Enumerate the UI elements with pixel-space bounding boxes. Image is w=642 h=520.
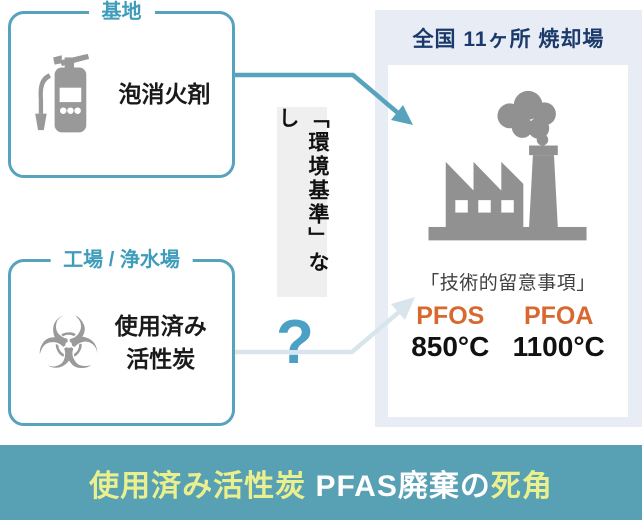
pfos-spec: PFOS 850°C — [411, 302, 490, 363]
pfoa-temperature: 1100°C — [512, 330, 605, 362]
fire-extinguisher-icon — [33, 41, 105, 148]
bottom-title-banner: 使用済み活性炭 PFAS廃棄の死角 — [0, 445, 642, 520]
biohazard-icon: ☣ — [36, 300, 101, 385]
base-box-tag: 基地 — [88, 0, 155, 25]
pfoa-label: PFOA — [523, 302, 594, 330]
plant-item-line1: 使用済み — [114, 313, 207, 340]
plant-source-box: 工場 / 浄水場 ☣ 使用済み 活性炭 — [8, 247, 235, 426]
banner-highlight-2: 死角 — [490, 469, 553, 503]
plant-item-line2: 活性炭 — [126, 345, 196, 372]
incinerator-card: 「技術的留意事項」 PFOS 850°C PFOA 1100°C — [388, 65, 628, 417]
base-source-box: 基地 泡消火剤 — [8, 0, 235, 178]
plant-item-label: 使用済み 活性炭 — [115, 310, 207, 374]
factory-icon — [388, 85, 628, 258]
plant-box-tag: 工場 / 浄水場 — [50, 247, 193, 273]
pfoa-spec: PFOA 1100°C — [512, 302, 605, 363]
temperature-specs: PFOS 850°C PFOA 1100°C — [388, 302, 628, 363]
banner-normal-text: PFAS廃棄の — [306, 469, 491, 503]
question-mark: ? — [276, 308, 314, 377]
plant-box-content: ☣ 使用済み 活性炭 — [11, 262, 232, 423]
incinerator-panel: 全国 11ヶ所 焼却場 — [375, 10, 642, 427]
base-item-label: 泡消火剤 — [118, 81, 211, 108]
guideline-note: 「技術的留意事項」 — [420, 273, 596, 294]
incinerator-title: 全国 11ヶ所 焼却場 — [412, 28, 605, 51]
no-standard-note: 「環境基準」なし — [276, 107, 329, 297]
no-standard-note-text: 「環境基準」なし — [276, 107, 329, 275]
pfos-label: PFOS — [416, 302, 485, 330]
pfos-temperature: 850°C — [411, 330, 490, 362]
base-box-content: 泡消火剤 — [11, 14, 232, 175]
banner-highlight-1: 使用済み活性炭 — [89, 469, 307, 503]
